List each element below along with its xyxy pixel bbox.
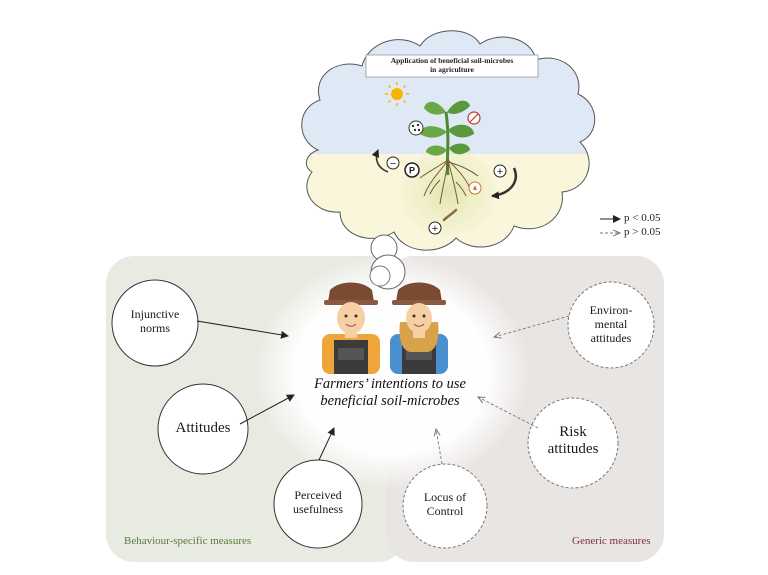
perceived-usefulness-label: Perceived usefulness: [274, 488, 362, 517]
sun-icon: [385, 82, 409, 106]
env-line2: mental: [594, 316, 628, 331]
center-line1: Farmers’ intentions to use: [314, 376, 466, 392]
thought-bubble-small: [369, 265, 391, 287]
cloud-title: Application of beneficial soil-microbes …: [366, 56, 538, 74]
legend-dashed-label: p > 0.05: [624, 226, 661, 238]
arrow-injunctive-to-intention: [196, 320, 289, 339]
plant-icon: [419, 100, 479, 205]
worm-icon: [442, 208, 458, 222]
arrow-locus-to-intention: [436, 429, 443, 465]
risk-line1: Risk: [559, 424, 587, 440]
arrow-usefulness-to-intention: [318, 427, 335, 461]
plus-sign-right-icon: +: [493, 164, 507, 178]
environmental-attitudes-label: Environ- mental attitudes: [568, 303, 654, 345]
perceived-line2: usefulness: [293, 501, 343, 516]
microbes-icon: [408, 120, 424, 136]
arrow-environmental-to-intention: [494, 315, 570, 337]
svg-text:+: +: [497, 166, 503, 178]
risk-attitudes-label: Risk attitudes: [528, 424, 618, 459]
locus-of-control-label: Locus of Control: [403, 490, 487, 519]
center-glow: [254, 254, 530, 490]
node-locus-of-control: [402, 463, 488, 549]
inflow-arrow-icon: [491, 167, 517, 200]
perceived-line1: Perceived: [294, 488, 342, 502]
node-perceived-usefulness: [273, 459, 363, 549]
outflow-arrow-icon: [371, 149, 389, 173]
arrow-attitudes-to-intention: [239, 394, 295, 425]
legend-solid-label: p < 0.05: [624, 212, 661, 224]
locus-line2: Control: [426, 503, 464, 518]
node-environmental-attitudes: [567, 281, 655, 369]
svg-text:−: −: [390, 158, 396, 170]
no-pesticide-icon: [467, 111, 481, 125]
cloud-title-line2: in agriculture: [430, 64, 474, 74]
farmer-woman-icon: [390, 282, 448, 374]
plus-sign-bottom-icon: +: [428, 221, 442, 235]
attitudes-label: Attitudes: [175, 420, 231, 436]
cloud-title-line1: Application of beneficial soil-microbes: [390, 56, 514, 65]
minus-sign-icon: −: [386, 156, 400, 170]
locus-line1: Locus of: [423, 490, 467, 504]
behaviour-section-label: Behaviour-specific measures: [124, 535, 252, 547]
arrow-risk-to-intention: [478, 397, 539, 429]
node-attitudes: [157, 383, 249, 475]
node-risk-attitudes: [527, 397, 619, 489]
node-injunctive-norms: [111, 279, 199, 367]
center-intention-label: Farmers’ intentions to use beneficial so…: [270, 376, 510, 411]
cloud-title-box: [365, 54, 539, 78]
injunctive-line1: Injunctive: [130, 307, 180, 321]
phosphorus-icon: P: [404, 162, 420, 178]
injunctive-norms-label: Injunctive norms: [112, 307, 198, 336]
center-line2: beneficial soil-microbes: [320, 393, 460, 410]
generic-section-label: Generic measures: [572, 535, 651, 547]
svg-text:+: +: [432, 223, 438, 235]
root-zone: [400, 148, 496, 236]
env-line1: Environ-: [589, 303, 633, 317]
injunctive-line2: norms: [140, 320, 170, 335]
farmer-man-icon: [322, 282, 380, 374]
nutrient-icon: [468, 181, 482, 195]
phosphorus-letter: P: [409, 166, 415, 176]
risk-line2: attitudes: [547, 441, 599, 458]
env-line3: attitudes: [590, 330, 632, 345]
